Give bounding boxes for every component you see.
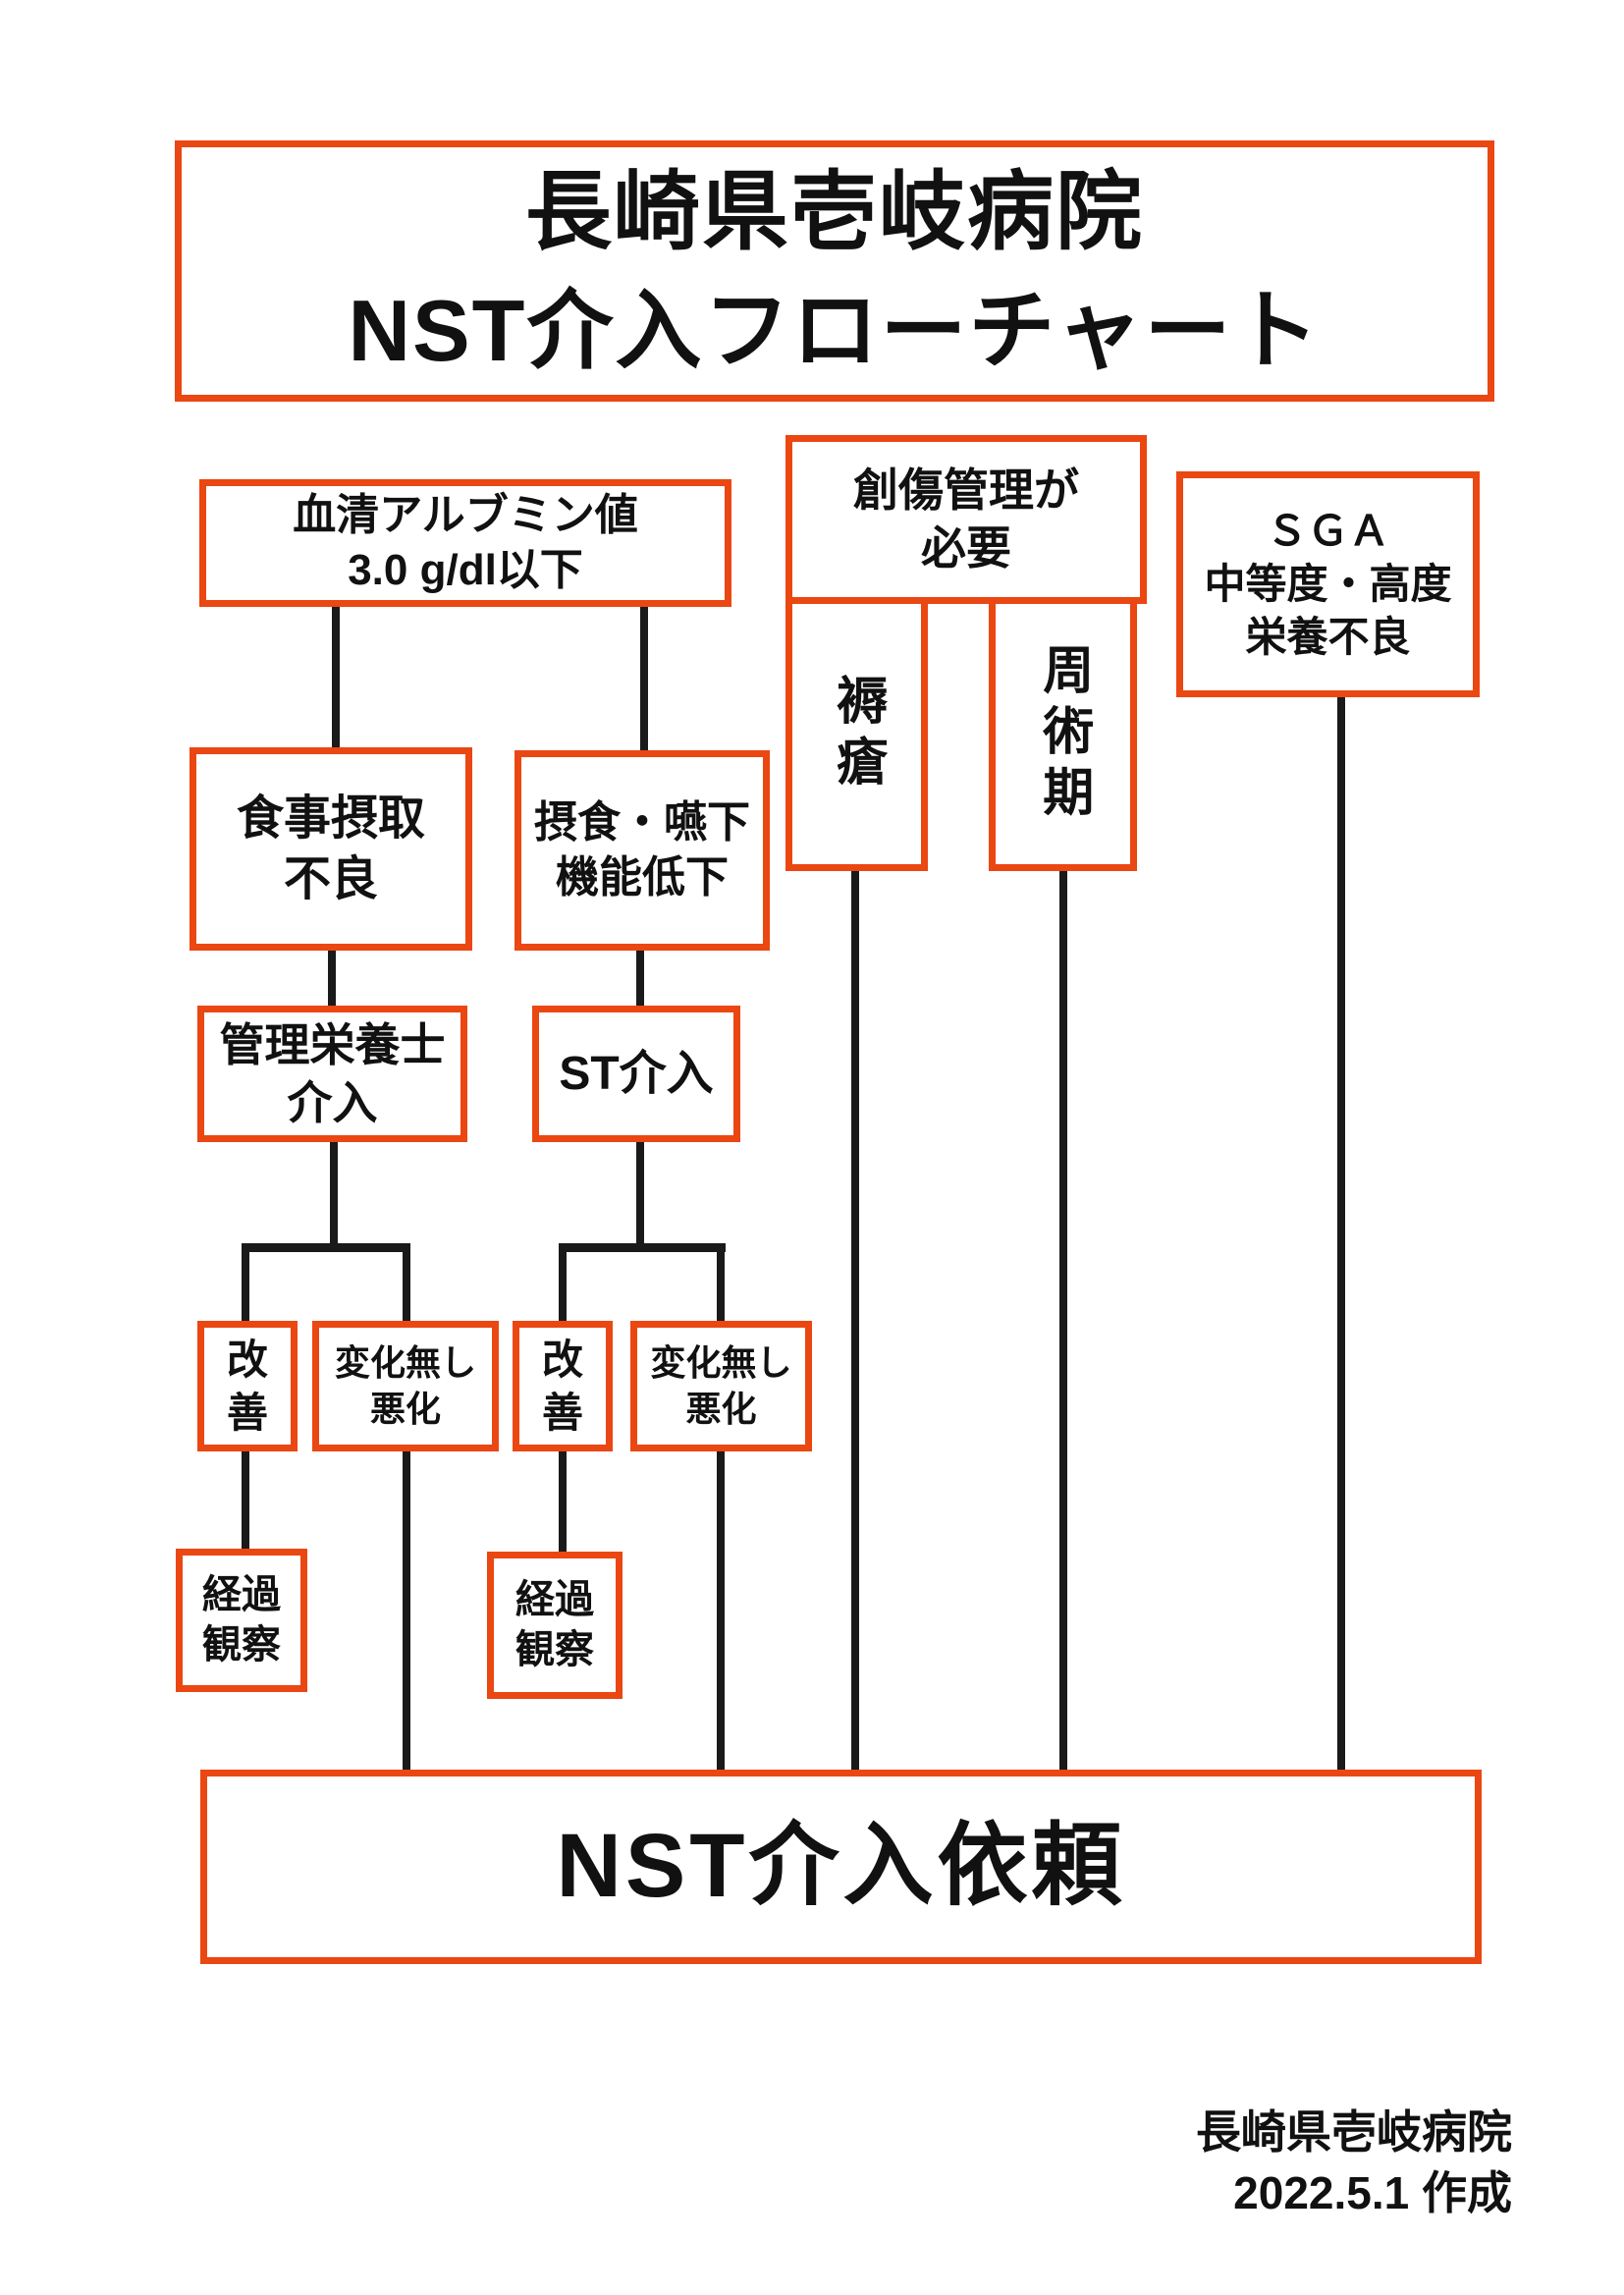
connector-st-down [636,1136,644,1252]
observation2-line-2: 観察 [515,1628,594,1671]
wound-line-2: 必要 [921,522,1011,574]
connector-branch1-to-improved1 [242,1243,249,1328]
improved2-line-2: 善 [541,1389,583,1436]
connector-sga-to-nst [1337,688,1345,1776]
observation2-line-1: 経過 [515,1577,594,1621]
connector-albumin-to-swallowing [640,601,648,756]
nst-request-label: NST介入依頼 [556,1816,1126,1917]
swallowing-line-2: 機能低下 [556,853,729,902]
connector-perioperative-to-nst [1059,862,1067,1776]
connector-branch1-to-nochange1 [403,1243,410,1328]
footer-line-1: 長崎県壱岐病院 [1196,2106,1512,2158]
nochange1-line-2: 悪化 [369,1388,441,1429]
box-nst-request: NST介入依頼 [200,1770,1482,1964]
footer-line-2: 2022.5.1 作成 [1233,2167,1512,2219]
nochange1-line-1: 変化無し [334,1342,476,1384]
box-pressure-ulcer: 褥瘡 [785,597,928,871]
dietitian-line-1: 管理栄養士 [219,1018,446,1070]
albumin-line-1: 血清アルブミン値 [293,490,638,539]
poor-intake-line-1: 食事摂取 [236,792,425,846]
connector-nochange2-to-nst [717,1444,725,1776]
connector-improved1-to-observation1 [242,1444,249,1556]
connector-dietitian-down [330,1136,338,1252]
box-poor-food-intake: 食事摂取 不良 [189,747,472,951]
sga-line-3: 栄養不良 [1245,613,1411,660]
box-improved-1: 改 善 [197,1321,298,1451]
wound-line-1: 創傷管理が [853,464,1079,517]
box-dietitian-intervention: 管理栄養士 介入 [197,1006,467,1142]
improved1-line-2: 善 [226,1389,268,1436]
box-improved-2: 改 善 [513,1321,613,1451]
title-box: 長崎県壱岐病院 NST介入フローチャート [175,140,1494,402]
box-observation-1: 経過 観察 [176,1549,307,1692]
pressure-ulcer-label: 褥瘡 [828,673,886,795]
dietitian-line-2: 介入 [287,1076,378,1128]
albumin-line-2: 3.0 g/dl以下 [348,546,583,594]
connector-poor-intake-to-dietitian [328,945,336,1013]
box-st-intervention: ST介入 [532,1006,740,1142]
connector-branch-bar-1 [242,1243,410,1252]
observation1-line-1: 経過 [202,1572,281,1616]
sga-line-2: 中等度・高度 [1204,561,1452,608]
footer: 長崎県壱岐病院 2022.5.1 作成 [844,2102,1512,2223]
swallowing-line-1: 摂食・嚥下 [534,797,750,847]
box-wound-management: 創傷管理が 必要 [785,435,1147,604]
connector-branch-bar-2 [559,1243,726,1252]
box-serum-albumin: 血清アルブミン値 3.0 g/dl以下 [199,479,731,607]
box-observation-2: 経過 観察 [487,1552,623,1699]
connector-pressure-ulcer-to-nst [851,862,859,1776]
connector-nochange1-to-nst [403,1444,410,1776]
box-swallowing-decline: 摂食・嚥下 機能低下 [514,750,770,951]
box-no-change-2: 変化無し 悪化 [630,1321,812,1451]
connector-branch2-to-nochange2 [717,1243,725,1328]
improved1-line-1: 改 [226,1336,268,1383]
connector-albumin-to-poor-intake [332,601,340,752]
title-line-1: 長崎県壱岐病院 [524,162,1144,260]
box-perioperative: 周術期 [989,597,1137,871]
st-label: ST介入 [559,1047,714,1100]
nochange2-line-2: 悪化 [685,1388,757,1429]
box-no-change-1: 変化無し 悪化 [312,1321,499,1451]
perioperative-label: 周術期 [1034,642,1092,826]
connector-swallowing-to-st [636,945,644,1013]
box-sga: ＳＧＡ 中等度・高度 栄養不良 [1176,471,1480,697]
poor-intake-line-2: 不良 [283,852,378,905]
connector-branch2-to-improved2 [559,1243,567,1328]
connector-improved2-to-observation2 [559,1444,567,1559]
nochange2-line-1: 変化無し [650,1342,792,1384]
observation1-line-2: 観察 [202,1623,281,1667]
improved2-line-1: 改 [541,1336,583,1383]
sga-line-1: ＳＧＡ [1266,508,1390,555]
title-line-2: NST介入フローチャート [348,282,1322,379]
